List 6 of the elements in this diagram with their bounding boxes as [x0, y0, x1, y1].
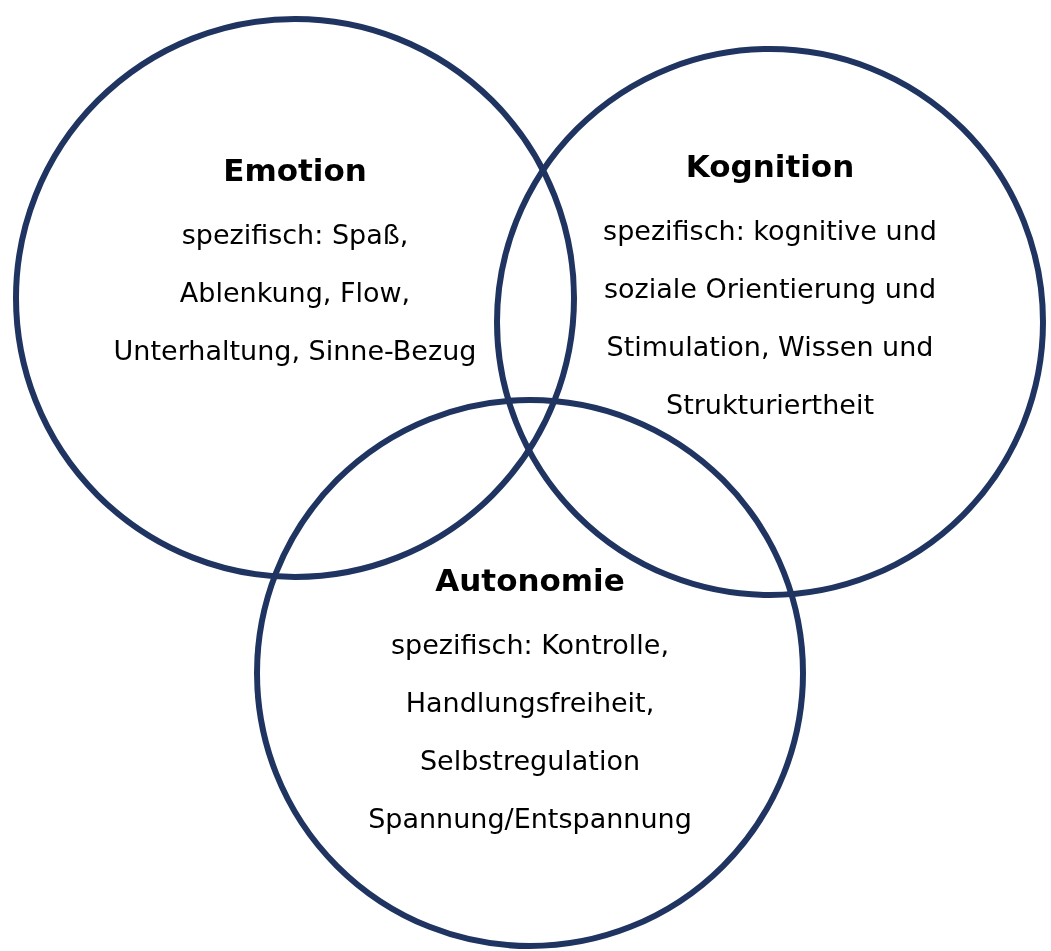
description-text: spezifisch: Kontrolle, Handlungsfreiheit, Selbstregulation Spannung/Entspannung — [367, 628, 693, 836]
description-text: spezifisch: Spaß, Ablenkung, Flow, Unterhaltung, Sinne-Bezug — [112, 218, 478, 368]
circle-heading: Kognition — [685, 148, 855, 184]
circle-heading: Emotion — [223, 152, 367, 188]
description-text: spezifisch: kognitive und soziale Orientierung und Stimulation, Wissen und Strukturiertheit — [602, 214, 938, 422]
circle-heading: Autonomie — [435, 562, 625, 598]
